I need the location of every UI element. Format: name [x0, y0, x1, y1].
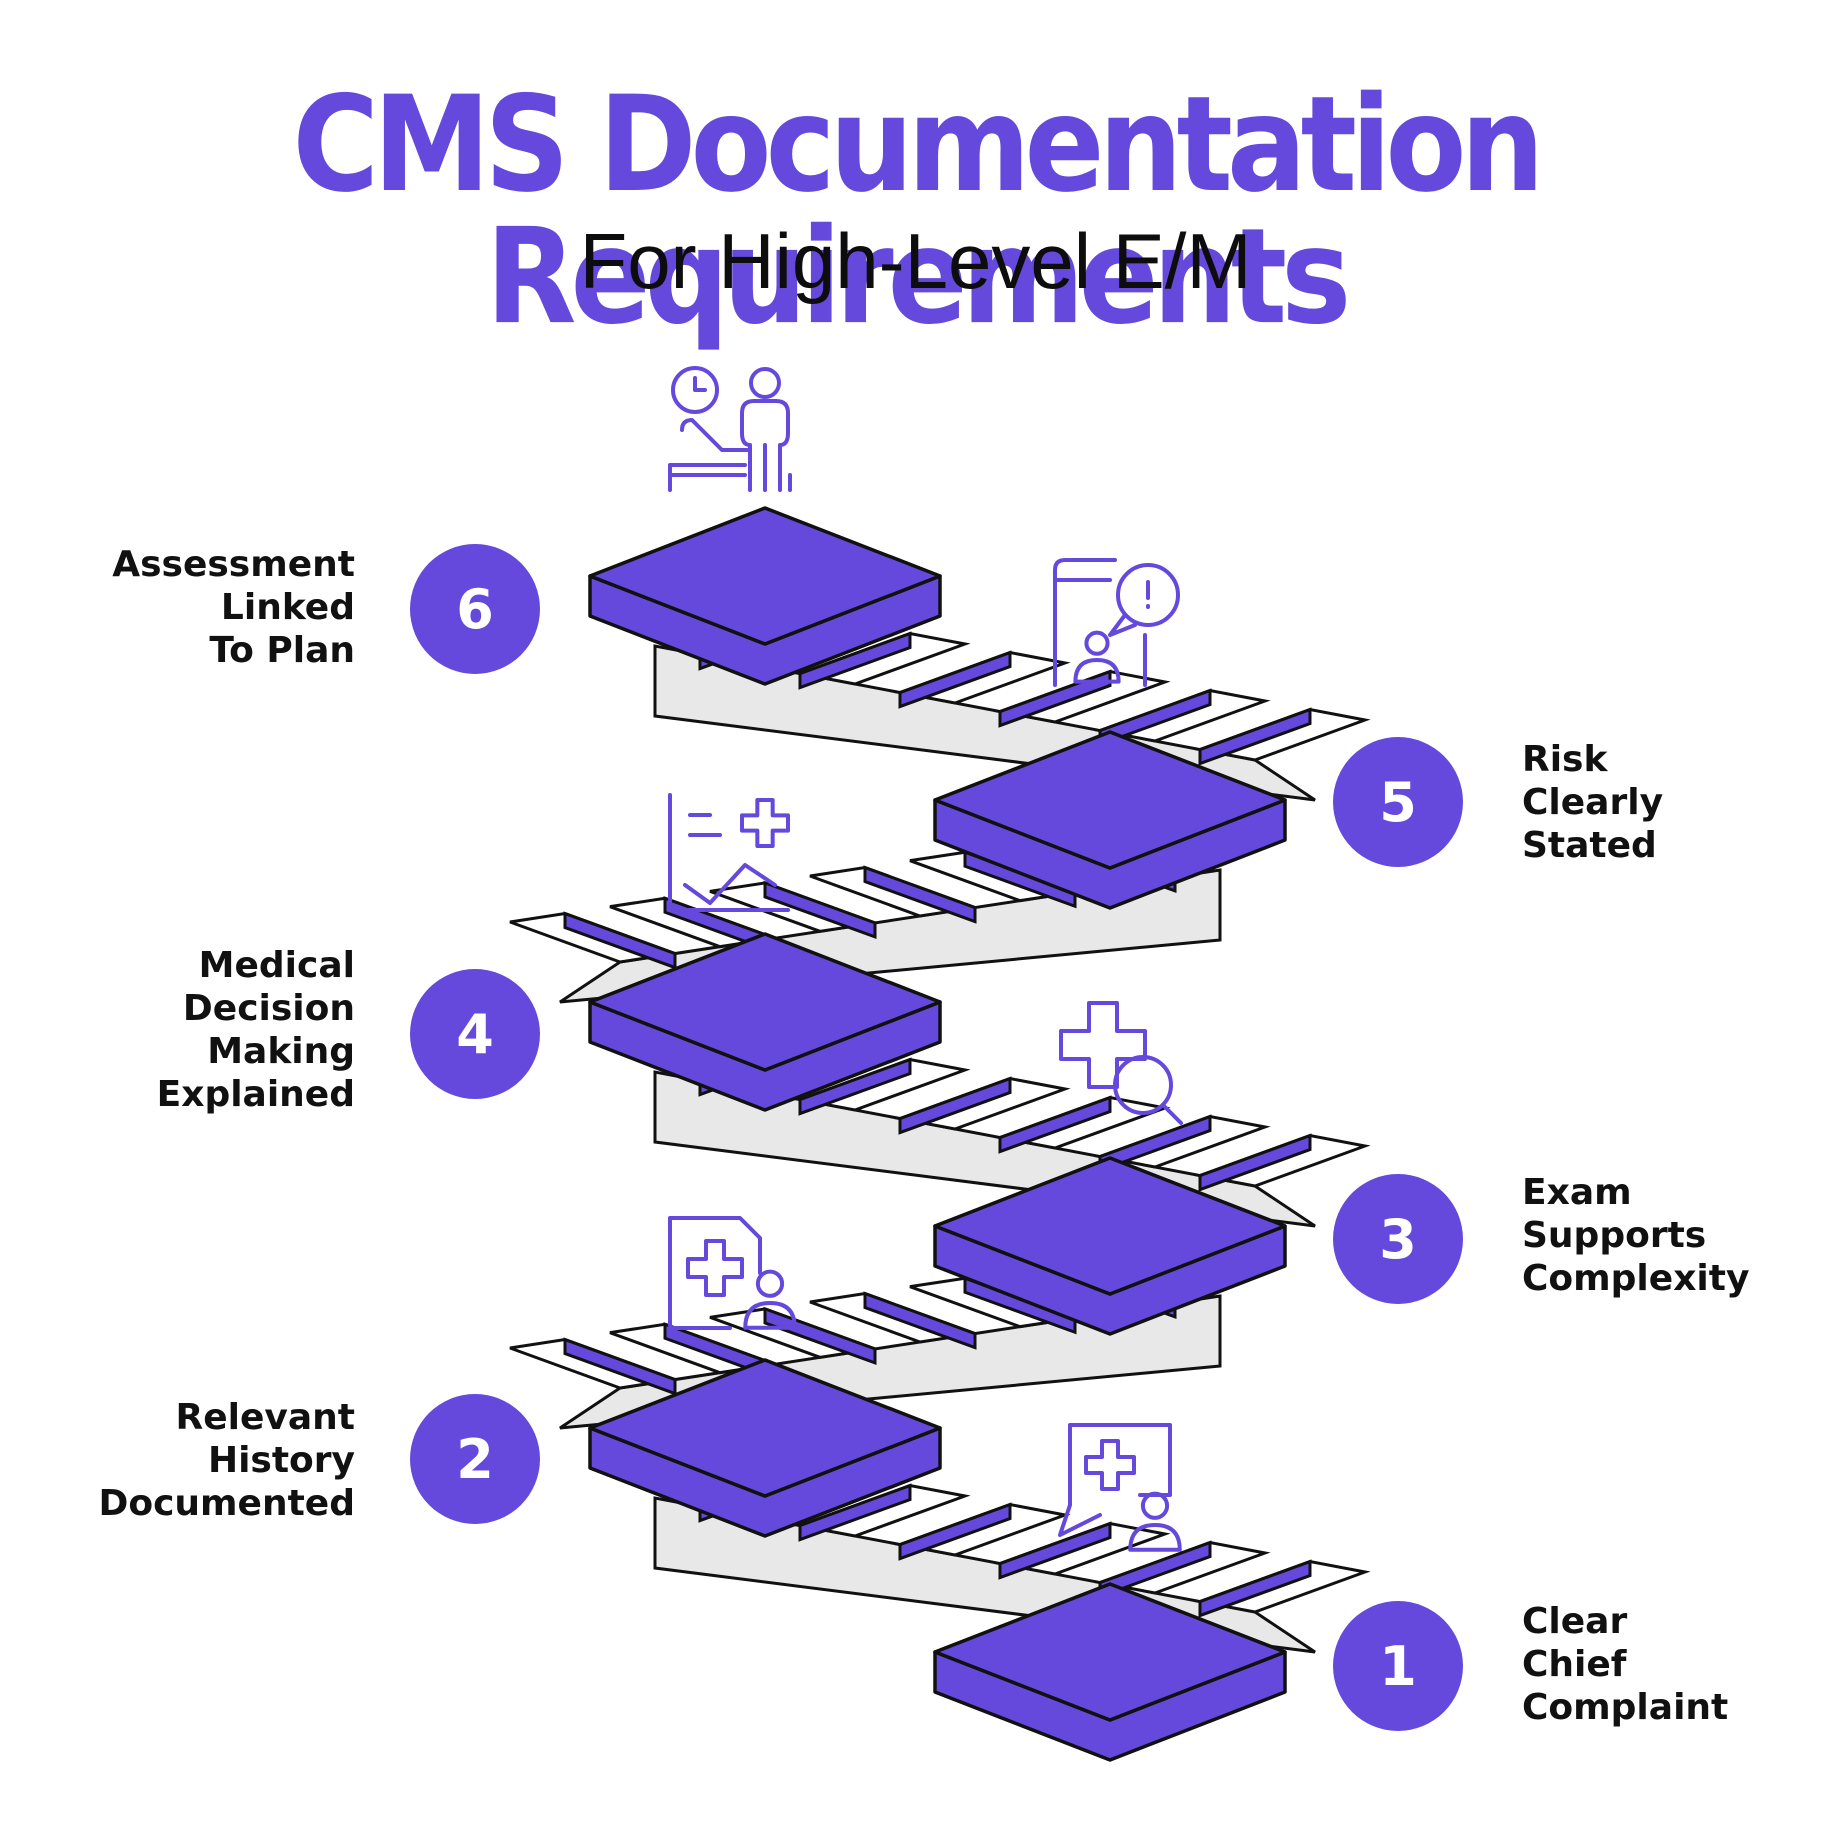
step-2-number: 2 — [410, 1394, 540, 1524]
medical-chart-icon — [668, 793, 790, 912]
step-6-label: Assessment Linked To Plan — [112, 543, 355, 672]
stair-flights — [509, 612, 1371, 1654]
step-4-line-3: Making — [207, 1031, 355, 1072]
stair-riser — [898, 1502, 1012, 1561]
platform-top — [588, 506, 942, 646]
stair-riser — [763, 880, 877, 940]
stair-riser — [998, 669, 1112, 728]
page-title: CMS Documentation Requirements — [292, 66, 1544, 354]
step-3-number: 3 — [1333, 1174, 1463, 1304]
platform-top — [933, 1156, 1287, 1296]
step-3-label: Exam Supports Complexity — [1522, 1171, 1749, 1300]
stair-riser — [798, 1483, 912, 1542]
step-4-line-4: Explained — [156, 1074, 355, 1115]
step-1-label: Clear Chief Complaint — [1522, 1600, 1728, 1729]
step-6-number: 6 — [410, 544, 540, 674]
step-2-label: Relevant History Documented — [98, 1396, 355, 1525]
stair-platforms — [588, 506, 1287, 1762]
step-1-line-2: Chief — [1522, 1644, 1627, 1685]
step-3-line-3: Complexity — [1522, 1258, 1750, 1299]
platform-top — [588, 1358, 942, 1498]
platform-top — [933, 730, 1287, 870]
page-subtitle: For High-Level E/M — [579, 217, 1252, 305]
step-6-line-3: To Plan — [209, 630, 355, 671]
stair-riser — [898, 1076, 1012, 1135]
medical-search-icon — [1059, 1001, 1183, 1125]
step-4-line-1: Medical — [198, 945, 355, 986]
stair-riser — [1198, 707, 1312, 766]
step-4-number: 4 — [410, 969, 540, 1099]
stair-riser — [1198, 1133, 1312, 1192]
step-6-line-1: Assessment — [112, 544, 355, 585]
platform-4 — [588, 932, 942, 1112]
step-1-line-1: Clear — [1522, 1601, 1628, 1642]
stair-riser — [863, 1291, 977, 1350]
platform-6 — [588, 506, 942, 686]
stair-riser — [863, 865, 977, 924]
step-5-number: 5 — [1333, 737, 1463, 867]
platform-top — [933, 1582, 1287, 1722]
platform-1 — [933, 1582, 1287, 1762]
stair-riser — [998, 1095, 1112, 1154]
step-5-label: Risk Clearly Stated — [1522, 738, 1663, 867]
platform-3 — [933, 1156, 1287, 1336]
platform-top — [588, 932, 942, 1072]
step-5-line-3: Stated — [1522, 825, 1657, 866]
stair-riser — [563, 911, 677, 970]
stair-riser — [1198, 1559, 1312, 1618]
step-6-line-2: Linked — [220, 587, 355, 628]
step-4-line-2: Decision — [182, 988, 355, 1029]
chat-medical-patient-icon — [1058, 1423, 1182, 1552]
step-2-line-1: Relevant — [175, 1397, 356, 1438]
medical-record-patient-icon — [668, 1216, 797, 1330]
mobile-alert-patient-icon — [1053, 558, 1180, 687]
step-5-line-1: Risk — [1522, 739, 1608, 780]
step-2-line-3: Documented — [98, 1483, 355, 1524]
step-1-number: 1 — [1333, 1601, 1463, 1731]
step-5-line-2: Clearly — [1522, 782, 1664, 823]
step-1-line-3: Complaint — [1522, 1687, 1729, 1728]
step-2-line-2: History — [207, 1440, 355, 1481]
platform-5 — [933, 730, 1287, 910]
stair-riser — [798, 1057, 912, 1116]
platform-2 — [588, 1358, 942, 1538]
step-3-line-2: Supports — [1522, 1215, 1707, 1256]
step-icons — [668, 366, 1183, 1552]
stair-riser — [798, 631, 912, 690]
consultation-clock-icon — [668, 366, 792, 492]
step-3-line-1: Exam — [1522, 1172, 1632, 1213]
stair-riser — [898, 650, 1012, 709]
stair-riser — [998, 1521, 1112, 1580]
stair-riser — [563, 1337, 677, 1396]
step-4-label: Medical Decision Making Explained — [157, 944, 355, 1116]
